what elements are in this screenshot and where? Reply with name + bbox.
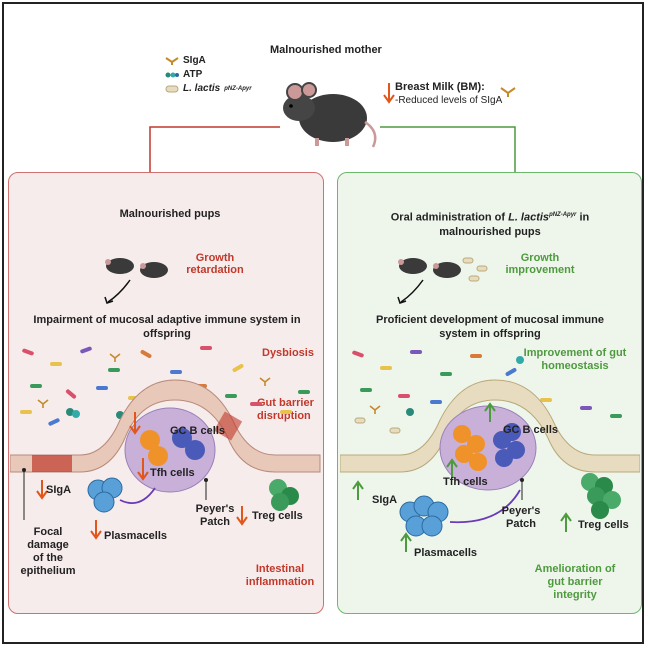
right-gut-scene: [340, 350, 640, 552]
right-gc-label: GC B cells: [503, 424, 559, 436]
treated-pups-icon: [397, 257, 488, 304]
left-gut-scene: [10, 346, 321, 540]
right-plasma-label: Plasmacells: [414, 547, 477, 559]
right-treg-label: Treg cells: [578, 519, 629, 531]
left-gc-label: GC B cells: [170, 425, 226, 437]
siga-icon: [165, 56, 179, 65]
legend-siga: SIgA: [165, 55, 275, 66]
right-siga-label: SIgA: [372, 494, 398, 506]
right-subtitle: Proficient development of mucosal immune…: [376, 314, 604, 340]
bacteria-cluster: [20, 346, 310, 426]
right-title: Oral administration of L. lactispNZ-Apyr…: [390, 211, 590, 238]
pups-icon: [104, 258, 168, 304]
treg-cells: [581, 473, 621, 519]
top-title: Malnourished mother: [270, 44, 382, 56]
siga-icon: [500, 87, 516, 97]
left-dysbiosis: Dysbiosis: [262, 347, 314, 359]
treg-cells: [269, 479, 299, 511]
breast-milk-title: Breast Milk (BM):: [395, 81, 485, 93]
legend-atp: ATP: [165, 69, 275, 80]
down-arrow-icon: [383, 83, 395, 104]
figure-frame: [2, 2, 644, 644]
breast-milk-note: -Reduced levels of SIgA: [395, 95, 503, 106]
left-title: Malnourished pups: [119, 208, 221, 220]
right-tfh-label: Tfh cells: [443, 476, 488, 488]
left-tfh-label: Tfh cells: [150, 467, 195, 479]
atp-icon: [165, 72, 179, 77]
bacteria-icon: [165, 85, 179, 92]
mother-mouse-icon: [283, 82, 377, 148]
left-plasma-label: Plasmacells: [104, 530, 167, 542]
left-treg-label: Treg cells: [252, 510, 303, 522]
branch-lines: [149, 126, 516, 172]
plasma-cells: [399, 495, 449, 537]
left-siga-label: SIgA: [46, 484, 72, 496]
gc-b-cells: [140, 428, 205, 466]
left-subtitle: Impairment of mucosal adaptive immune sy…: [33, 314, 301, 340]
plasma-cells: [87, 477, 123, 513]
gc-b-cells: [453, 423, 525, 471]
